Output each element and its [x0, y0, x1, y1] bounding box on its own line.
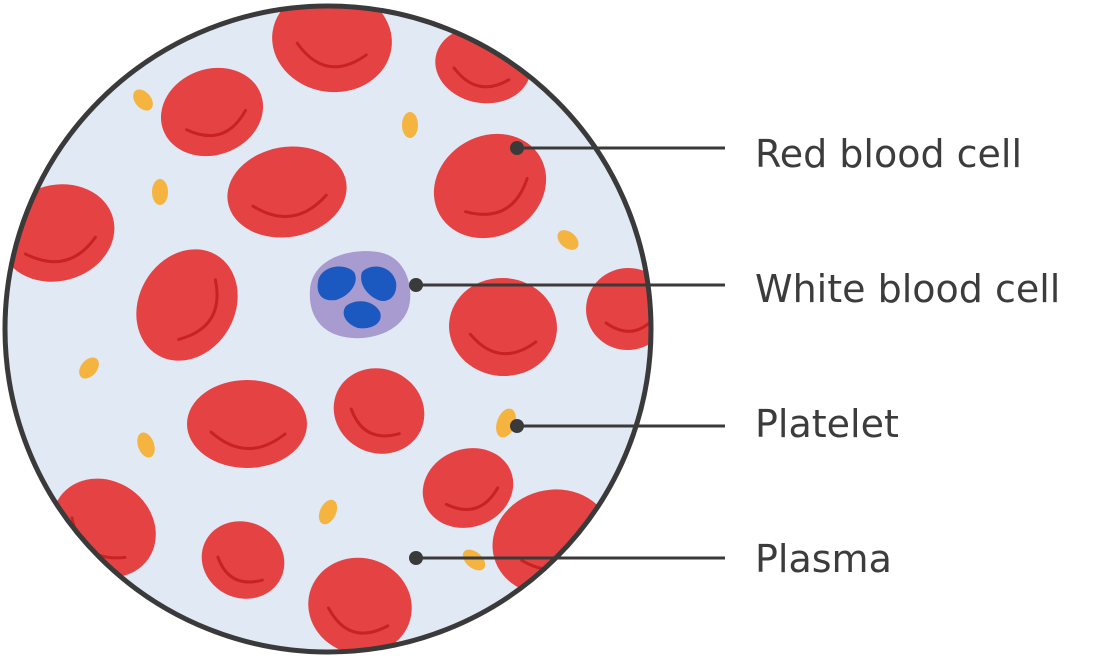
circle-outline — [2, 3, 654, 655]
platelet — [496, 408, 516, 438]
label-red-blood-cell: Red blood cell — [755, 132, 1023, 176]
red-blood-cell — [187, 380, 307, 468]
red-blood-cell — [227, 146, 347, 238]
platelet — [318, 499, 338, 525]
red-blood-cell — [201, 521, 285, 599]
red-blood-cell — [433, 133, 547, 239]
platelet — [462, 549, 486, 571]
platelet — [557, 230, 579, 250]
red-blood-cell — [449, 277, 557, 377]
red-blood-cell — [160, 67, 264, 157]
platelet — [402, 112, 418, 138]
platelet — [133, 89, 153, 111]
platelet — [79, 357, 99, 379]
label-plasma: Plasma — [755, 537, 892, 581]
white-cell-nucleus — [361, 266, 397, 302]
platelet — [137, 432, 155, 458]
platelet — [152, 179, 168, 205]
white-blood-cell — [309, 251, 411, 339]
leader-red-blood-cell — [510, 141, 725, 155]
white-cell-nucleus — [317, 266, 356, 301]
label-platelet: Platelet — [755, 402, 899, 446]
red-blood-cell — [308, 557, 412, 652]
red-blood-cell — [333, 368, 425, 454]
leader-plasma — [409, 551, 725, 565]
red-blood-cell — [422, 448, 514, 528]
label-white-blood-cell: White blood cell — [755, 267, 1061, 311]
leader-platelet — [510, 419, 725, 433]
leader-white-blood-cell — [409, 278, 725, 292]
red-blood-cell — [272, 6, 392, 93]
white-cell-nucleus — [343, 301, 381, 329]
red-blood-cell — [136, 249, 238, 361]
